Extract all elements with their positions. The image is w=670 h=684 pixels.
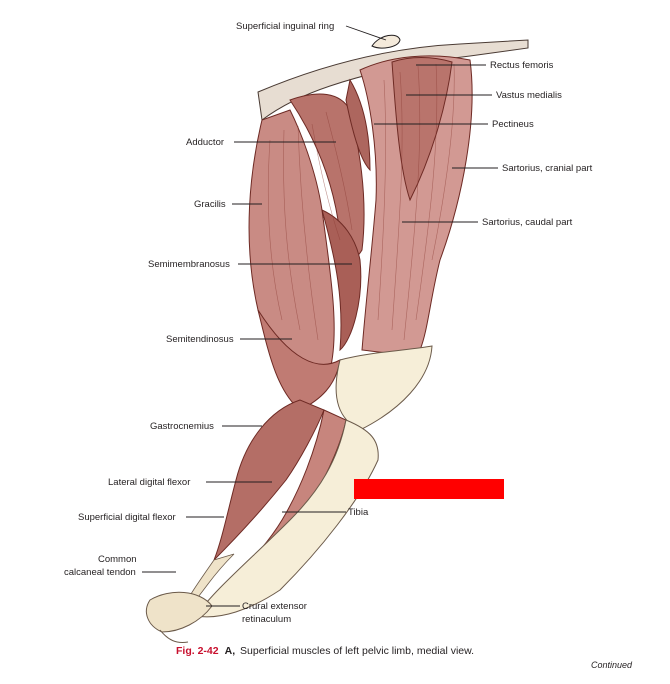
label-common-calcaneal-tendon-1: Common <box>98 554 137 565</box>
paw-stub <box>159 629 189 643</box>
redaction-box <box>354 479 504 499</box>
sartorius-muscle <box>359 55 473 354</box>
stifle-tendon <box>335 345 433 431</box>
label-lateral-digital-flexor: Lateral digital flexor <box>108 477 190 488</box>
leader-lines <box>142 25 498 607</box>
label-pectineus: Pectineus <box>492 119 534 130</box>
muscle-fibres <box>267 63 455 341</box>
tibia-bone <box>195 419 379 618</box>
label-semimembranosus: Semimembranosus <box>148 259 230 270</box>
figure-panel-letter: A, <box>224 645 236 657</box>
adductor-muscle <box>289 93 365 259</box>
tarsus <box>146 591 213 633</box>
figure-caption-text: Superficial muscles of left pelvic limb,… <box>240 645 475 657</box>
pectineus-muscle <box>345 78 371 172</box>
label-gastrocnemius: Gastrocnemius <box>150 421 214 432</box>
semimembranosus-muscle <box>321 209 362 352</box>
label-crural-extensor-1: Crural extensor <box>242 601 307 612</box>
label-gracilis: Gracilis <box>194 199 226 210</box>
label-sartorius-cranial: Sartorius, cranial part <box>502 163 593 174</box>
label-crural-extensor-2: retinaculum <box>242 614 291 625</box>
label-superficial-inguinal-ring: Superficial inguinal ring <box>236 21 334 32</box>
label-superficial-digital-flexor: Superficial digital flexor <box>78 512 176 523</box>
label-vastus-medialis: Vastus medialis <box>496 90 562 101</box>
label-rectus-femoris: Rectus femoris <box>490 60 554 71</box>
semitendinosus-muscle <box>257 309 341 411</box>
inguinal-ring <box>371 34 401 49</box>
figure-caption: Fig. 2-42 A, Superficial muscles of left … <box>176 645 474 657</box>
label-sartorius-caudal: Sartorius, caudal part <box>482 217 573 228</box>
label-tibia: Tibia <box>348 507 369 518</box>
continued-note: Continued <box>591 660 633 670</box>
label-common-calcaneal-tendon-2: calcaneal tendon <box>64 567 136 578</box>
figure-number: Fig. 2-42 <box>176 645 219 657</box>
label-semitendinosus: Semitendinosus <box>166 334 234 345</box>
label-adductor: Adductor <box>186 137 224 148</box>
